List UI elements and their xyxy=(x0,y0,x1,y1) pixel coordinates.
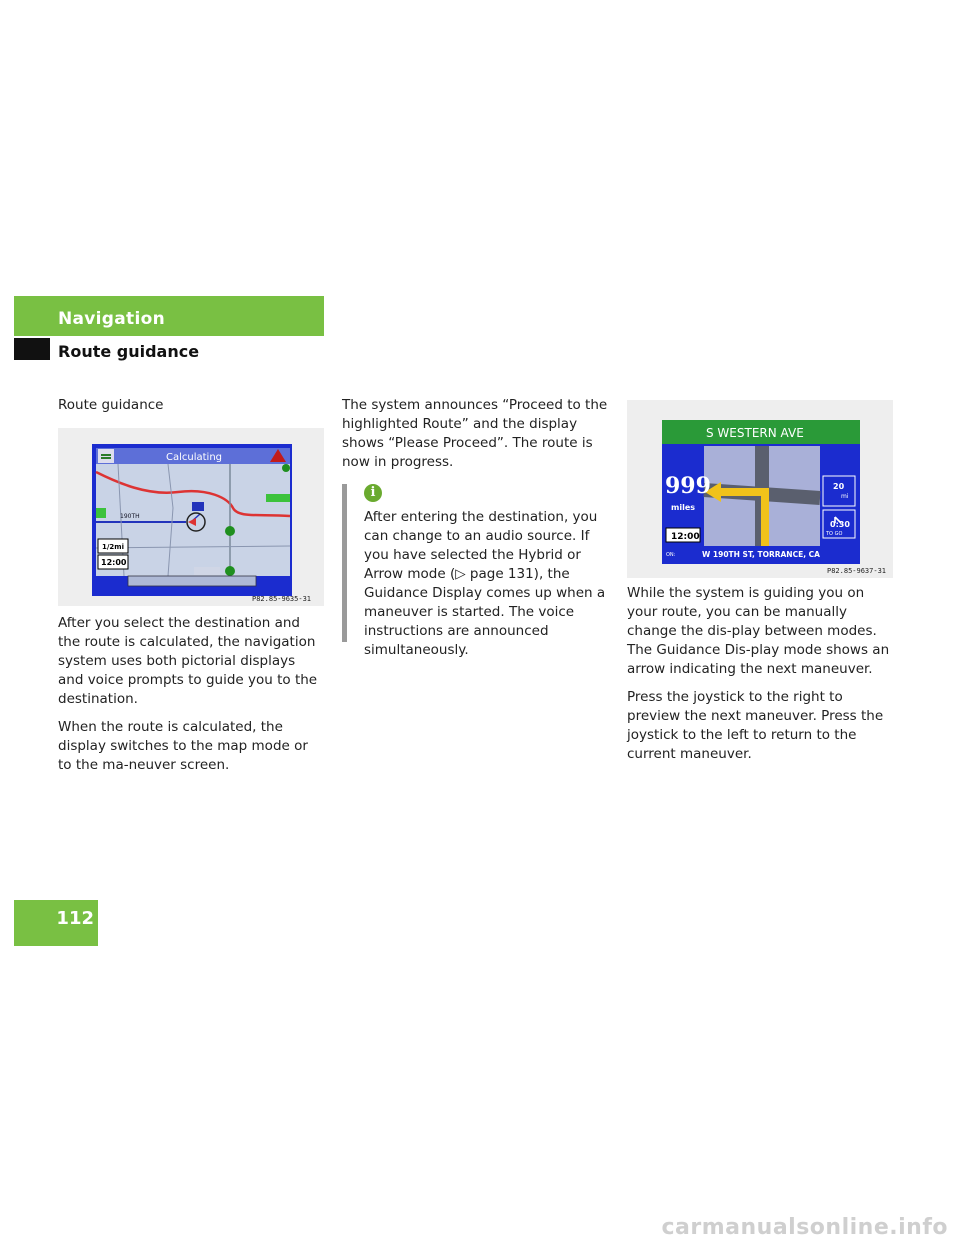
subsection-marker xyxy=(14,338,50,360)
figure-caption: P82.85-9637-31 xyxy=(827,567,886,575)
watermark-text: carmanualsonline.info xyxy=(661,1215,948,1240)
col2-body: The system announces “Proceed to the hig… xyxy=(342,396,612,481)
col3-body: While the system is guiding you on your … xyxy=(627,584,895,773)
section-header-bar xyxy=(14,296,324,336)
street-name: S WESTERN AVE xyxy=(706,426,804,440)
on-label: ON: xyxy=(666,552,676,558)
turn-arrow-icon xyxy=(705,482,721,502)
section-title: Navigation xyxy=(58,309,165,329)
distance-value: 999 xyxy=(665,473,711,499)
page-number-box xyxy=(14,900,98,946)
current-road: W 190TH ST, TORRANCE, CA xyxy=(702,550,820,559)
street-banner xyxy=(662,420,860,444)
distance-unit: miles xyxy=(671,503,695,512)
page-number: 112 xyxy=(56,908,94,929)
guidance-screen-figure: S WESTERN AVE 999 miles 12:00 20 mi 0:30… xyxy=(627,400,893,578)
guidance-display-screen: S WESTERN AVE 999 miles 12:00 20 mi 0:30… xyxy=(662,420,886,575)
eta-value: 0:30 xyxy=(830,520,850,529)
paragraph: When the route is calculated, the displa… xyxy=(58,719,308,773)
figure-caption: P82.85-9635-31 xyxy=(252,595,311,603)
info-bar xyxy=(342,484,347,642)
paragraph: While the system is guiding you on your … xyxy=(627,585,890,677)
info-icon: i xyxy=(364,484,382,502)
calculating-map-screen: Calculating 190TH 1/2mi 12:00 P82.85-963… xyxy=(92,444,311,603)
paragraph: The system announces “Proceed to the hig… xyxy=(342,397,608,470)
right-unit: mi xyxy=(841,493,849,500)
info-note: After entering the destination, you can … xyxy=(364,509,606,658)
road-label-text: 190TH xyxy=(120,513,140,520)
compass-arrow-icon xyxy=(834,516,842,524)
figure-heading: Route guidance xyxy=(58,397,164,413)
scale-text: 1/2mi xyxy=(102,543,124,551)
right-distance: 20 xyxy=(833,482,845,491)
subsection-title: Route guidance xyxy=(58,342,200,361)
time-text: 12:00 xyxy=(671,532,700,542)
warning-icon xyxy=(270,449,286,462)
paragraph: After you select the destination and the… xyxy=(58,615,318,707)
time-text: 12:00 xyxy=(101,558,127,567)
screen-title-text: Calculating xyxy=(166,452,222,463)
eta-label: TO GO xyxy=(825,531,842,537)
calculating-screen-figure: Calculating 190TH 1/2mi 12:00 P82.85-963… xyxy=(58,428,324,606)
paragraph: Press the joystick to the right to previ… xyxy=(627,689,884,762)
col1-body: After you select the destination and the… xyxy=(58,614,320,784)
